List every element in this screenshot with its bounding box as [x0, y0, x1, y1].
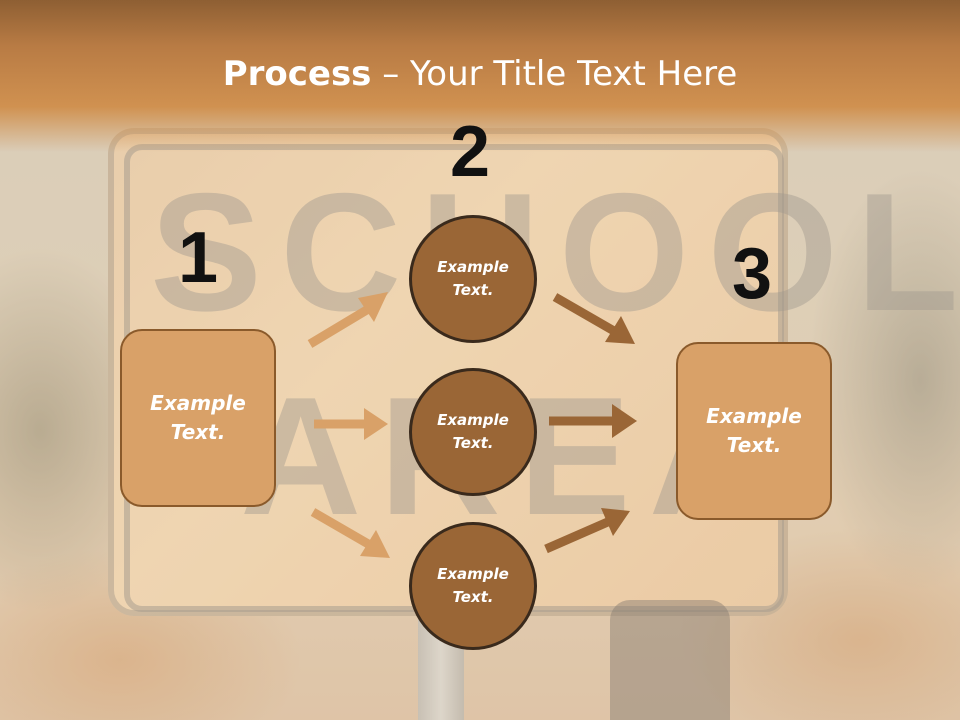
step-1-box-text: Example Text.: [150, 391, 246, 444]
step-3-box[interactable]: Example Text.: [676, 342, 832, 520]
background-sign-lettering: SCHOOL: [150, 158, 960, 346]
step-3-box-text: Example Text.: [706, 404, 802, 457]
step-number-2: 2: [450, 112, 491, 192]
step-2-circle-bottom-text: Example Text.: [437, 565, 509, 606]
title-bar: [0, 0, 960, 152]
step-1-box[interactable]: Example Text.: [120, 329, 276, 507]
step-2-circle-middle-text: Example Text.: [437, 411, 509, 452]
step-2-circle-top[interactable]: Example Text.: [409, 215, 537, 343]
arrow-from-bottom-circle: [544, 508, 630, 554]
step-number-1: 1: [178, 218, 219, 298]
arrow-to-bottom-circle: [310, 508, 390, 558]
step-2-circle-bottom[interactable]: Example Text.: [409, 522, 537, 650]
step-2-circle-top-text: Example Text.: [437, 258, 509, 299]
title-bold-part: Process: [222, 54, 372, 94]
arrow-from-middle-circle: [549, 404, 637, 438]
title-rest-part: – Your Title Text Here: [371, 54, 738, 94]
step-2-circle-middle[interactable]: Example Text.: [409, 368, 537, 496]
arrow-from-top-circle: [552, 293, 635, 344]
background-tree-trunk: [610, 600, 730, 720]
step-number-3: 3: [732, 234, 773, 314]
arrow-to-top-circle: [307, 292, 388, 348]
slide-title[interactable]: Process – Your Title Text Here: [0, 52, 960, 96]
arrow-to-middle-circle: [314, 408, 388, 440]
